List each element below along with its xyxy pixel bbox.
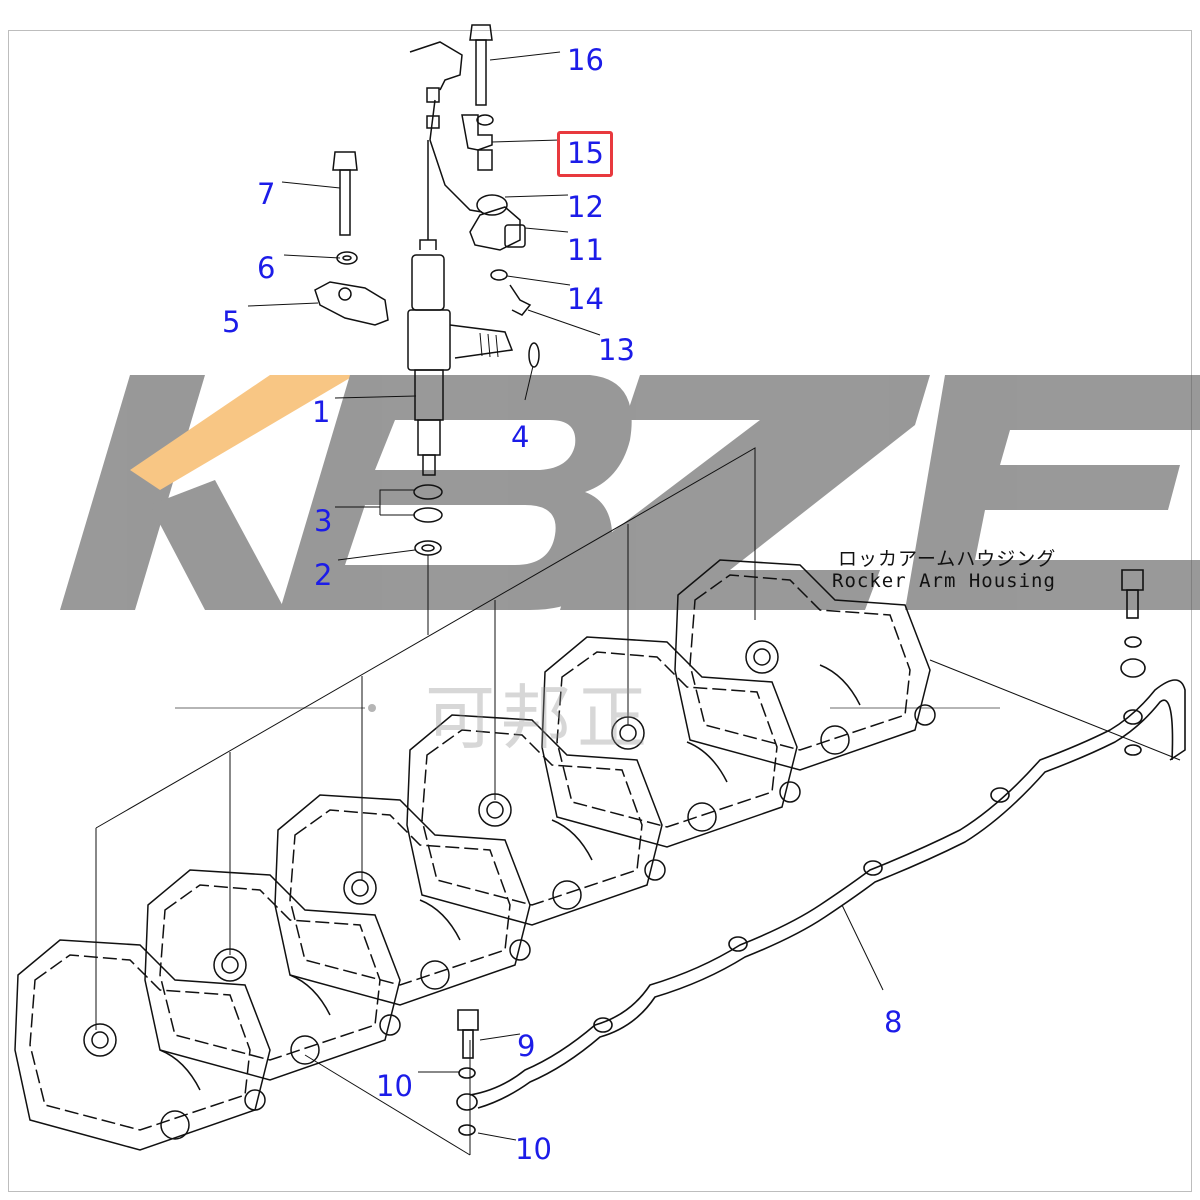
head-block-6 — [674, 559, 936, 771]
rocker-arm-housing-label-jp: ロッカアームハウジング — [838, 548, 1057, 570]
callout-12[interactable]: 12 — [567, 190, 604, 224]
callout-4[interactable]: 4 — [511, 420, 530, 454]
callout-16[interactable]: 16 — [567, 43, 604, 77]
callout-11[interactable]: 11 — [567, 233, 604, 267]
callout-8[interactable]: 8 — [884, 1005, 903, 1039]
injector-assembly — [314, 24, 540, 556]
watermark-chinese-text: 可邦正 — [425, 677, 653, 759]
head-block-3 — [274, 794, 531, 1006]
head-block-5 — [541, 636, 801, 848]
callout-2[interactable]: 2 — [314, 558, 333, 592]
callout-5[interactable]: 5 — [222, 305, 241, 339]
fuel-tube — [456, 569, 1186, 1136]
callout-3[interactable]: 3 — [314, 504, 333, 538]
callout-15-highlight — [557, 131, 613, 177]
callout-14[interactable]: 14 — [567, 282, 604, 316]
cylinder-heads — [14, 559, 936, 1151]
callout-13[interactable]: 13 — [598, 333, 635, 367]
watermark-logo — [60, 375, 1200, 610]
head-block-1 — [14, 939, 271, 1151]
callout-10-lower[interactable]: 10 — [515, 1132, 552, 1166]
diagram-frame — [8, 30, 1192, 1192]
callout-9[interactable]: 9 — [517, 1029, 536, 1063]
callout-1[interactable]: 1 — [312, 395, 331, 429]
leader-lines — [247, 51, 884, 1141]
callout-6[interactable]: 6 — [257, 251, 276, 285]
rocker-arm-housing-label-en: Rocker Arm Housing — [832, 570, 1056, 592]
callout-15[interactable]: 15 — [567, 136, 604, 170]
projection-lines — [95, 447, 1181, 1156]
callout-10-upper[interactable]: 10 — [376, 1069, 413, 1103]
callout-7[interactable]: 7 — [257, 177, 276, 211]
